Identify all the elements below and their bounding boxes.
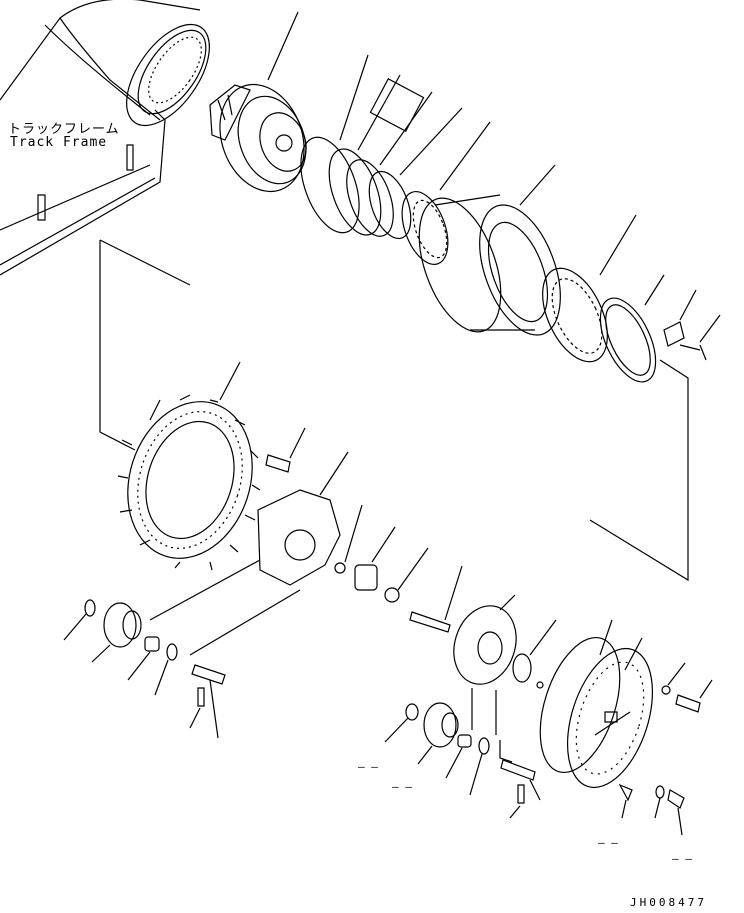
- final-drive-cover: [525, 620, 712, 835]
- small-parts-centre: [335, 505, 462, 632]
- sprocket-bolt: [266, 428, 305, 472]
- qty-mark: – –: [598, 836, 618, 849]
- small-parts-left: [64, 600, 225, 738]
- track-frame-label-en: Track Frame: [10, 135, 108, 150]
- carrier-2: [444, 595, 556, 735]
- sprocket: [100, 240, 272, 575]
- bearing-ring: [529, 215, 720, 580]
- bearing: [393, 122, 490, 271]
- drawing-code: JH008477: [630, 896, 707, 909]
- track-frame-label-jp: トラックフレーム: [8, 122, 120, 137]
- lower-planet-set: [385, 703, 540, 818]
- planet-carrier: [150, 452, 348, 655]
- track-frame: [0, 0, 226, 275]
- hub-housing: [403, 165, 576, 346]
- travel-motor: [206, 12, 319, 203]
- seal-rings: [289, 55, 462, 244]
- qty-mark: – –: [392, 780, 412, 793]
- qty-mark: – –: [672, 852, 692, 865]
- qty-mark: – –: [358, 760, 378, 773]
